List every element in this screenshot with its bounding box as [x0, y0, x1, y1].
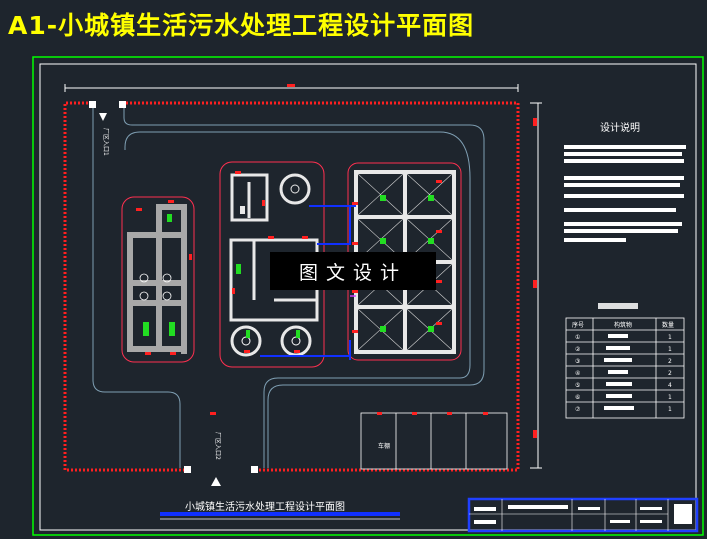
caption-underline — [160, 512, 400, 516]
gate-arrow-icon — [211, 477, 221, 486]
legend-row-number: ⑤ — [575, 382, 580, 389]
gate-post — [119, 101, 126, 108]
legend-header-no: 序号 — [572, 321, 584, 329]
legend-row-count: 1 — [668, 334, 672, 341]
watermark: 图文设计 — [270, 252, 436, 290]
pipeline — [260, 205, 356, 360]
legend-row-count: 1 — [668, 394, 672, 401]
legend-row-number: ⑥ — [575, 394, 580, 401]
legend-row-count: 4 — [668, 382, 672, 389]
legend-rows: ① 1 ② 1 ③ 2 ④ 2 ⑤ 4 ⑥ 1 ⑦ 1 — [575, 334, 672, 413]
gate-label-1: 厂区入口1 — [102, 128, 109, 156]
drawing-title: A1-小城镇生活污水处理工程设计平面图 — [8, 11, 475, 40]
parking-shed — [360, 412, 508, 470]
site-fence — [63, 101, 520, 472]
pump-well — [279, 173, 311, 205]
legend-row-count: 1 — [668, 346, 672, 353]
legend-row-number: ③ — [575, 358, 580, 365]
gate-post — [251, 466, 258, 473]
design-notes-title: 设计说明 — [600, 123, 640, 134]
drawing-border — [32, 56, 704, 536]
legend-table — [565, 317, 685, 419]
design-notes-text — [564, 145, 686, 242]
legend-header-count: 数量 — [662, 321, 674, 329]
gate-post — [184, 466, 191, 473]
plan-caption: 小城镇生活污水处理工程设计平面图 — [185, 502, 345, 513]
sludge-unit-outline — [121, 196, 195, 363]
legend-row-number: ⑦ — [575, 406, 581, 413]
legend-caption-bar — [598, 303, 638, 309]
sludge-unit — [127, 204, 187, 354]
grit-chamber — [230, 173, 269, 222]
legend-row-count: 2 — [668, 370, 672, 377]
legend-row-count: 2 — [668, 358, 672, 365]
inner-frame — [39, 63, 697, 531]
gate-label-2: 厂区入口2 — [214, 432, 221, 460]
clarifier-1 — [230, 325, 262, 357]
legend-row-count: 1 — [668, 406, 672, 413]
internal-road — [92, 108, 485, 468]
legend-structure-names — [604, 334, 634, 410]
gate-arrow-icon — [99, 113, 107, 121]
legend-row-number: ① — [575, 334, 580, 341]
legend-row-number: ② — [575, 346, 581, 353]
legend-row-number: ④ — [575, 370, 580, 377]
title-block — [467, 497, 699, 533]
legend-header-name: 构筑物 — [614, 321, 632, 329]
parking-label: 车棚 — [378, 442, 390, 450]
gate-post — [89, 101, 96, 108]
